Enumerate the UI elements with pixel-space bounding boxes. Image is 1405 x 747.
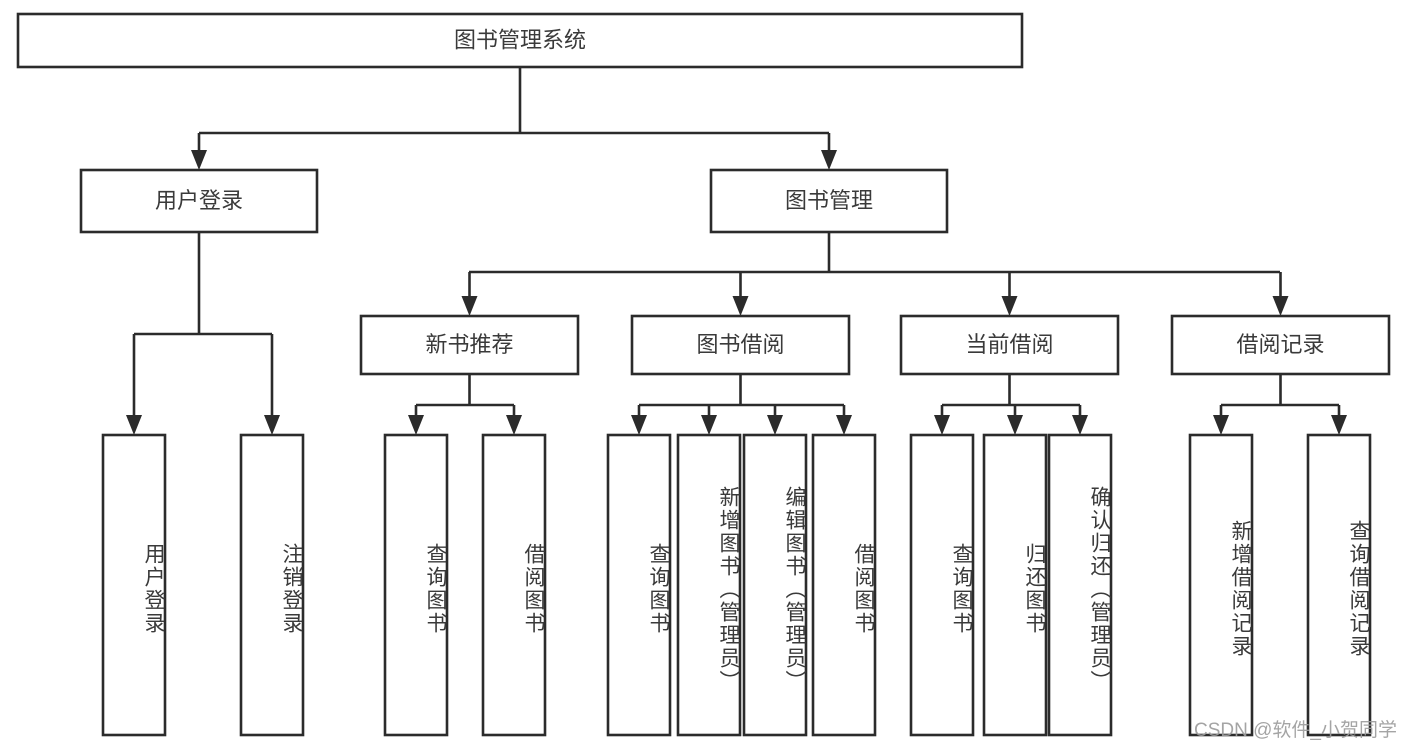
- node-label-book-manage: 图书管理: [785, 188, 873, 213]
- node-box-new-book-rec[interactable]: [359, 314, 580, 376]
- arrow-to-book-borrow-arrowhead: [732, 296, 749, 316]
- node-box-leaf-user-login[interactable]: [101, 433, 167, 737]
- arrow-to-leaf-borrow-book-1-arrowhead: [506, 415, 522, 435]
- arrow-to-book-manage-arrowhead: [821, 150, 837, 170]
- arrow-to-leaf-query-book-3-arrowhead: [934, 415, 950, 435]
- node-label-new-book-rec: 新书推荐: [425, 332, 513, 357]
- node-box-book-manage[interactable]: [709, 168, 949, 234]
- node-box-leaf-add-record[interactable]: [1188, 433, 1254, 737]
- node-box-borrow-record[interactable]: [1170, 314, 1391, 376]
- node-box-leaf-return-book[interactable]: [982, 433, 1048, 737]
- arrow-to-leaf-add-record-arrowhead: [1213, 415, 1229, 435]
- node-box-leaf-add-book[interactable]: [676, 433, 742, 737]
- node-box-layer: [16, 12, 1391, 737]
- node-label-current-borrow: 当前借阅: [965, 332, 1053, 357]
- arrow-to-leaf-borrow-book-2-arrowhead: [836, 415, 852, 435]
- node-box-root[interactable]: [16, 12, 1024, 69]
- arrow-to-leaf-edit-book-arrowhead: [767, 415, 783, 435]
- arrow-to-leaf-query-book-1-arrowhead: [408, 415, 424, 435]
- node-label-user-login: 用户登录: [155, 188, 243, 213]
- arrow-to-new-book-rec-arrowhead: [461, 296, 478, 316]
- node-box-leaf-borrow-book-2[interactable]: [811, 433, 877, 737]
- arrow-to-user-login-arrowhead: [191, 150, 207, 170]
- arrow-to-leaf-user-login-arrowhead: [126, 415, 142, 435]
- arrow-to-current-borrow-arrowhead: [1001, 296, 1018, 316]
- arrow-to-leaf-return-book-arrowhead: [1007, 415, 1023, 435]
- node-box-user-login[interactable]: [79, 168, 319, 234]
- arrow-to-leaf-add-book-arrowhead: [701, 415, 717, 435]
- node-box-leaf-borrow-book-1[interactable]: [481, 433, 547, 737]
- node-box-leaf-query-book-3[interactable]: [909, 433, 975, 737]
- node-label-root: 图书管理系统: [454, 27, 586, 52]
- node-box-current-borrow[interactable]: [899, 314, 1120, 376]
- connector-layer: [126, 67, 1347, 435]
- arrow-to-borrow-record-arrowhead: [1272, 296, 1289, 316]
- csdn-watermark: CSDN @软件_小贺同学: [1194, 720, 1397, 741]
- node-label-book-borrow: 图书借阅: [696, 332, 784, 357]
- node-box-leaf-confirm-return[interactable]: [1047, 433, 1113, 737]
- node-box-leaf-logout[interactable]: [239, 433, 305, 737]
- arrow-to-leaf-query-record-arrowhead: [1331, 415, 1347, 435]
- arrow-to-leaf-confirm-return-arrowhead: [1072, 415, 1088, 435]
- node-box-leaf-query-book-2[interactable]: [606, 433, 672, 737]
- node-box-leaf-query-record[interactable]: [1306, 433, 1372, 737]
- node-box-leaf-query-book-1[interactable]: [383, 433, 449, 737]
- node-box-leaf-edit-book[interactable]: [742, 433, 808, 737]
- arrow-to-leaf-logout-arrowhead: [264, 415, 280, 435]
- node-box-book-borrow[interactable]: [630, 314, 851, 376]
- arrow-to-leaf-query-book-2-arrowhead: [631, 415, 647, 435]
- node-label-borrow-record: 借阅记录: [1236, 332, 1324, 357]
